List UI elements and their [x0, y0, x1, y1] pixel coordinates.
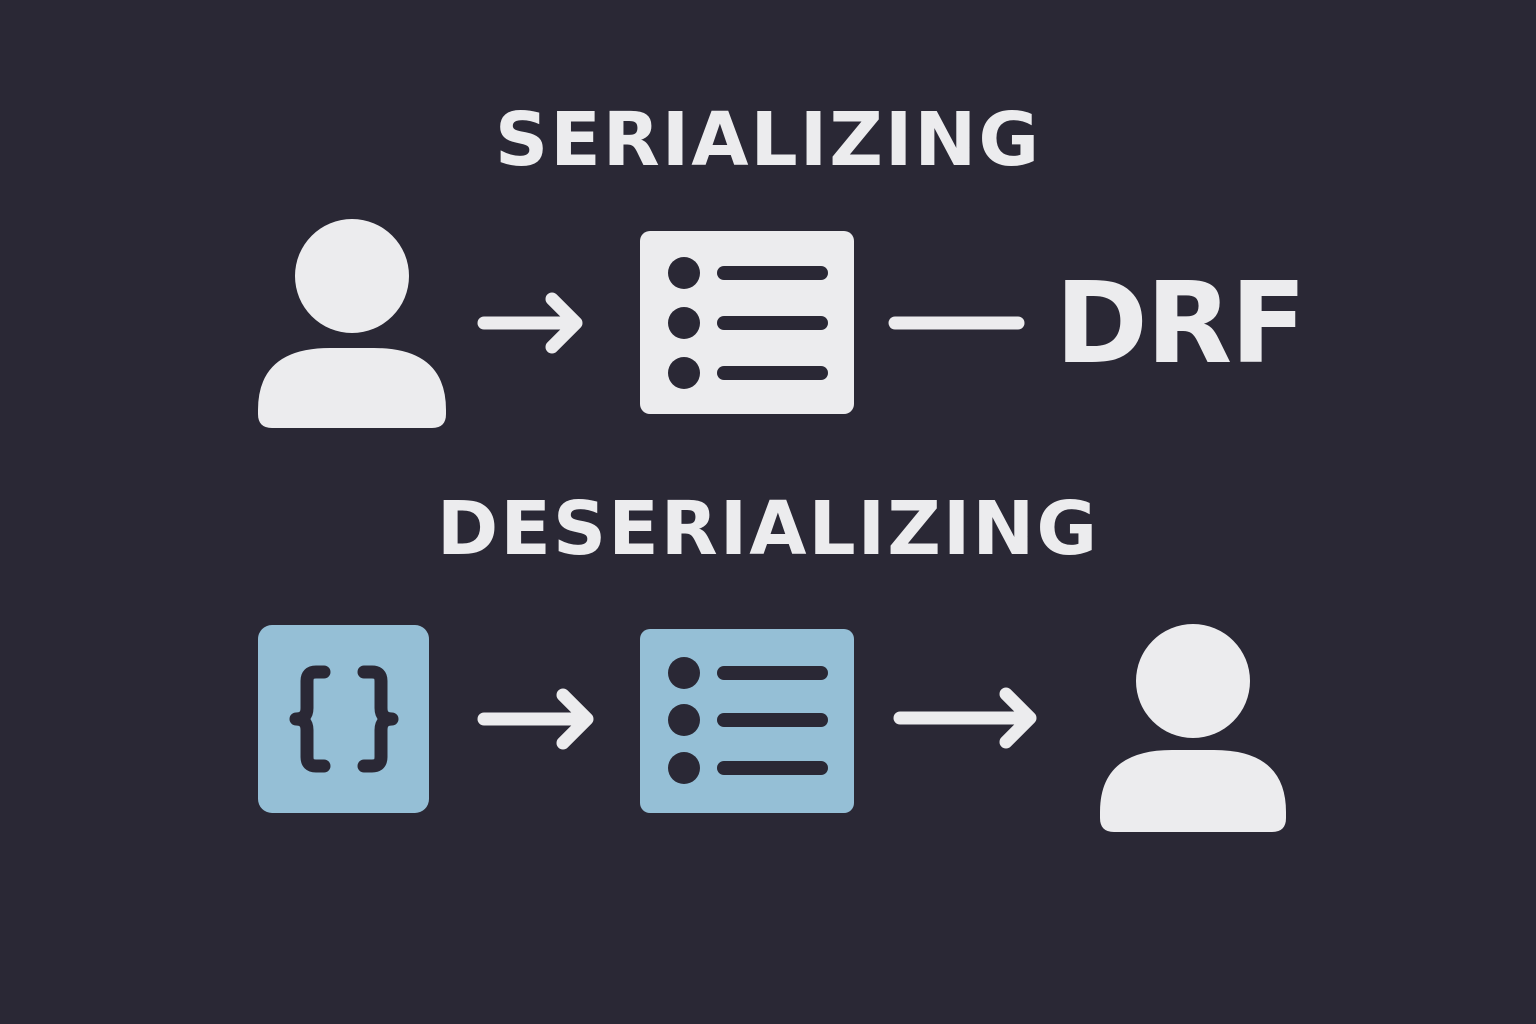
user-icon	[1100, 624, 1286, 832]
list-icon	[640, 629, 854, 813]
serializing-title: SERIALIZING	[494, 97, 1042, 183]
arrow-right-icon	[893, 687, 1037, 749]
deserializing-title: DESERIALIZING	[436, 486, 1100, 572]
arrow-right-icon	[477, 292, 583, 354]
list-icon	[640, 231, 854, 414]
drf-label: DRF	[1055, 259, 1307, 389]
user-icon	[258, 219, 446, 428]
arrow-right-icon	[477, 688, 594, 750]
json-braces-icon	[258, 625, 429, 813]
